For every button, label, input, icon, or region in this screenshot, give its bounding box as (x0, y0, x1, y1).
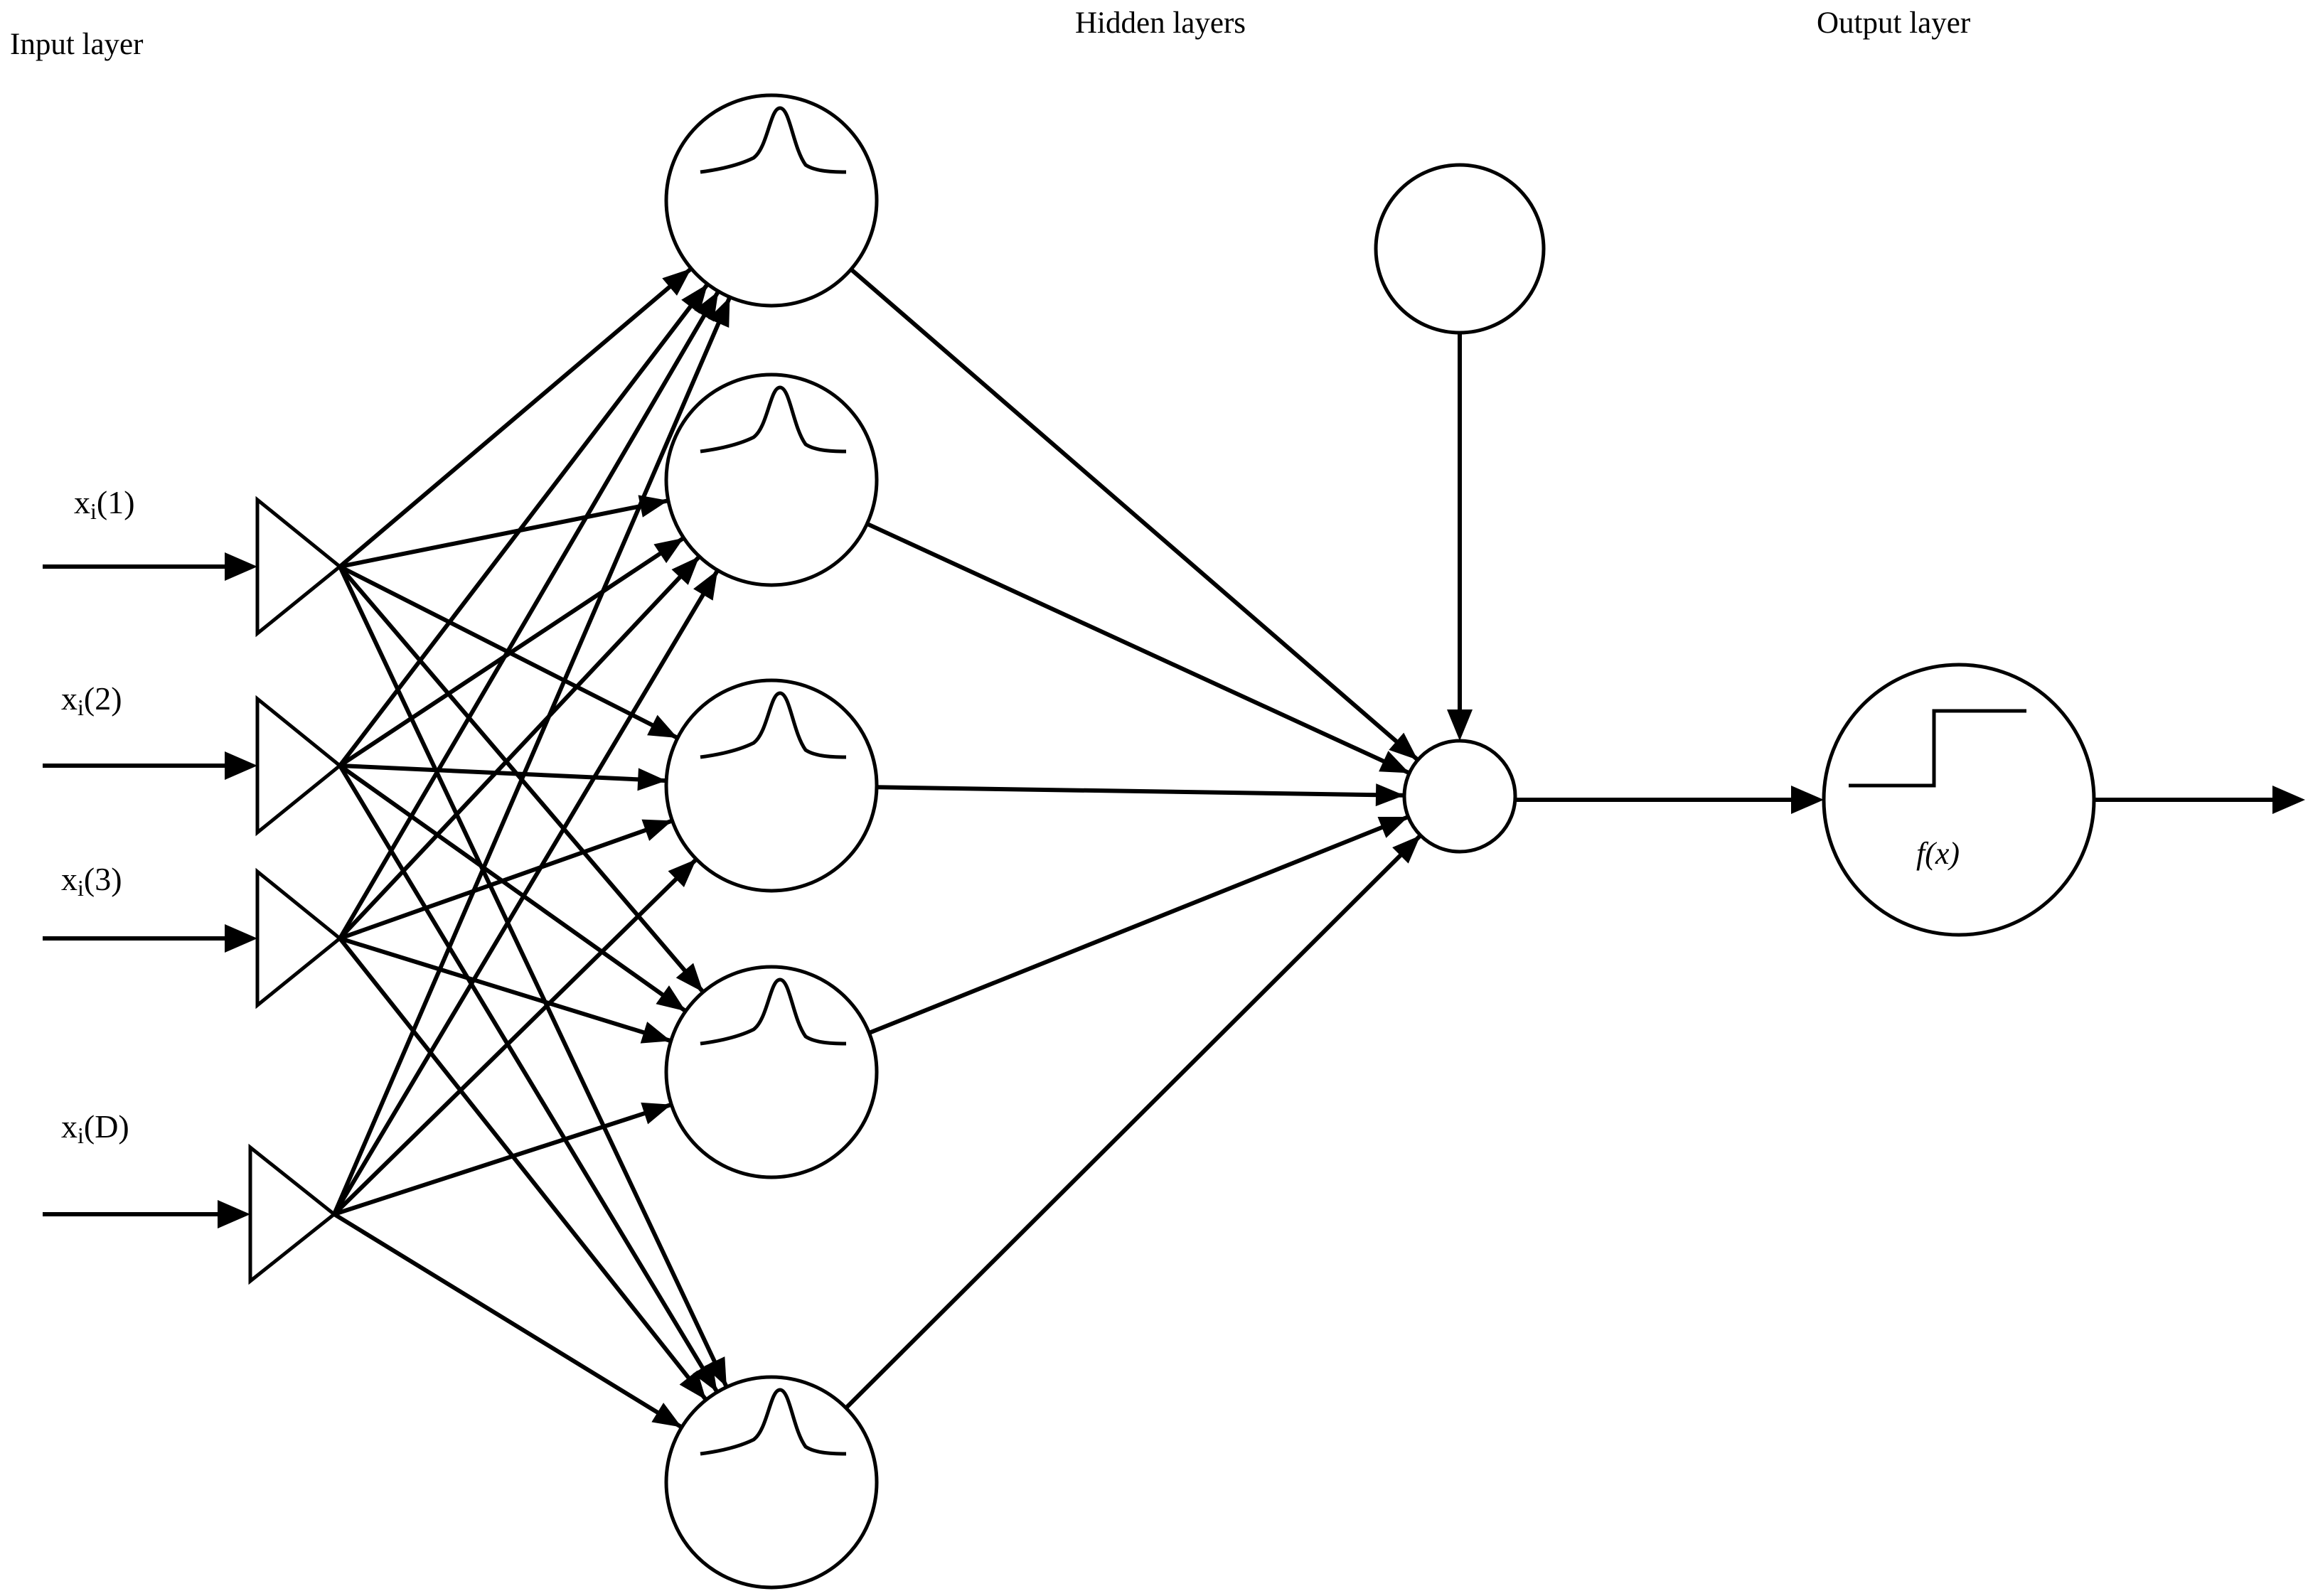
input-unit-2 (255, 695, 343, 837)
input-label-1: xi(1) (74, 484, 135, 524)
edge-in3-h2 (338, 555, 701, 941)
hidden-units (664, 93, 879, 1590)
hidden-node-1 (664, 93, 879, 308)
edge-in1-h5 (338, 565, 729, 1388)
edge-in3-h5 (338, 937, 708, 1401)
summation-node (1402, 739, 1517, 854)
input-label-2: xi(2) (61, 680, 122, 720)
arrowhead-in1-h1 (662, 268, 692, 296)
input-layer-title: Input layer (10, 28, 143, 61)
edge-h1-sum (849, 267, 1419, 762)
arrowhead-in4-h1 (707, 296, 730, 328)
input-units (248, 496, 343, 1285)
input-arrowhead-1 (225, 552, 257, 581)
input-label-D: xi(D) (61, 1108, 129, 1148)
arrowhead-h1-sum (1389, 732, 1419, 760)
arrowhead-in3-h1 (694, 291, 719, 322)
edge-in3-h3 (338, 818, 673, 941)
edge-in3-h1 (338, 290, 720, 940)
step-function-icon (1849, 709, 2026, 788)
arrowhead-in3-h2 (671, 556, 700, 585)
arrowhead-in4-h3 (668, 859, 697, 888)
input-label-3: xi(3) (61, 861, 122, 901)
arrowheads (218, 268, 2305, 1428)
arrowhead-in2-h2 (653, 537, 684, 564)
hidden-node-3 (664, 678, 879, 893)
edge-in2-h4 (338, 764, 688, 1013)
edge-in4-h2 (332, 569, 720, 1216)
gaussian-icon (700, 106, 847, 174)
hidden-node-2 (664, 373, 879, 587)
edge-in4-h5 (333, 1212, 683, 1430)
arrowhead-in2-h4 (656, 985, 686, 1012)
arrowhead-in4-h4 (641, 1102, 672, 1125)
output-function-label: f(x) (1916, 836, 1960, 871)
arrowhead-final-output (2272, 786, 2305, 814)
arrowhead-h2-sum (1379, 751, 1410, 773)
arrowhead-sum-output (1791, 786, 1824, 814)
hidden-node-4 (664, 965, 879, 1179)
edge-in2-h2 (338, 536, 685, 768)
arrowhead-in2-h5 (693, 1361, 717, 1393)
input-unit-3 (255, 867, 343, 1009)
arrowhead-in4-h2 (693, 570, 718, 601)
arrowhead-h3-sum (1375, 783, 1405, 807)
input-arrowhead-4 (218, 1200, 250, 1228)
arrowhead-in1-h3 (647, 714, 678, 739)
edge-h5-sum (844, 833, 1422, 1410)
arrowhead-in3-h4 (640, 1022, 671, 1044)
input-arrowhead-3 (225, 924, 257, 953)
input-unit-1 (255, 496, 343, 638)
arrowhead-h5-sum (1392, 835, 1421, 864)
gaussian-icon (700, 1388, 847, 1456)
edge-in1-h1 (338, 267, 693, 569)
arrowhead-h4-sum (1377, 817, 1409, 838)
arrowhead-in4-h5 (651, 1403, 682, 1428)
edge-h4-sum (868, 815, 1409, 1035)
edge-in4-h4 (333, 1102, 673, 1216)
connections (43, 267, 2275, 1430)
hidden-node-5 (664, 1375, 879, 1590)
gaussian-icon (700, 978, 847, 1046)
gaussian-icon (700, 691, 847, 759)
edge-in4-h1 (332, 296, 732, 1216)
arrowhead-bias-sum (1447, 709, 1473, 741)
gaussian-icon (700, 385, 847, 454)
edge-h3-sum (876, 785, 1405, 798)
edge-in2-h5 (338, 764, 720, 1393)
edge-in3-h4 (339, 936, 672, 1044)
edge-h2-sum (866, 522, 1411, 776)
arrowhead-in3-h3 (641, 819, 673, 841)
bias-node (1374, 163, 1546, 335)
arrowhead-in1-h4 (675, 963, 703, 992)
edge-in2-h1 (338, 282, 710, 767)
hidden-layers-title: Hidden layers (1075, 6, 1246, 40)
edge-in4-h3 (332, 857, 698, 1216)
input-arrowhead-2 (225, 751, 257, 780)
output-layer-title: Output layer (1817, 6, 1970, 40)
edge-in1-h2 (339, 498, 669, 569)
arrowhead-in3-h5 (679, 1370, 707, 1400)
edge-in2-h3 (339, 764, 667, 783)
output-node (1822, 663, 2096, 937)
input-unit-4 (248, 1143, 338, 1285)
arrowhead-in1-h2 (638, 495, 668, 518)
arrowhead-in2-h3 (637, 768, 667, 791)
